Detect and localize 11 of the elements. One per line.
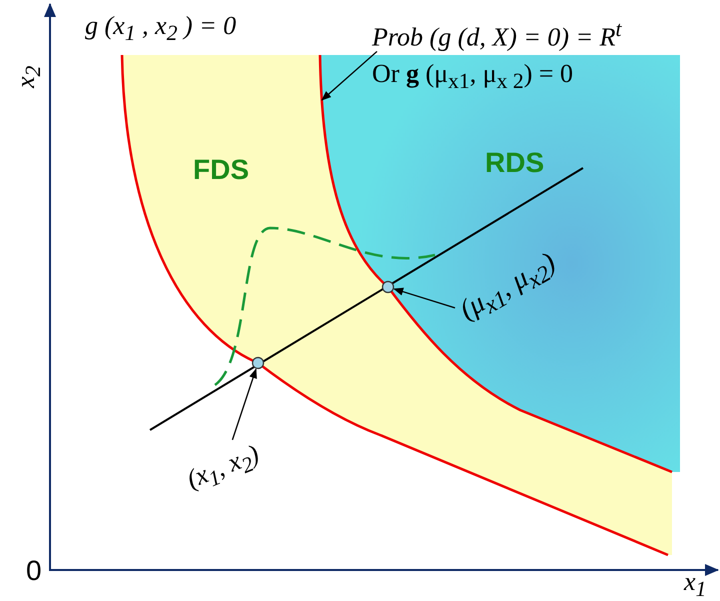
region-label: FDS	[193, 155, 249, 186]
region-label: RDS	[485, 148, 544, 179]
leader-line	[232, 368, 257, 440]
formula-text: Or g (μ$_{x1}$, μ$_{x 2}$) = 0	[372, 60, 574, 94]
formula-text: Prob (g (d, X) = 0) = R$^{t}$	[372, 18, 622, 52]
axis-label: x$_{1}$	[684, 568, 706, 601]
design-point	[382, 280, 394, 294]
curve-equation: g (x$_{1}$ , x$_{2}$ ) = 0	[85, 12, 236, 46]
design-point	[252, 356, 264, 370]
leader-line	[393, 288, 456, 309]
origin-label: 0	[26, 556, 42, 587]
